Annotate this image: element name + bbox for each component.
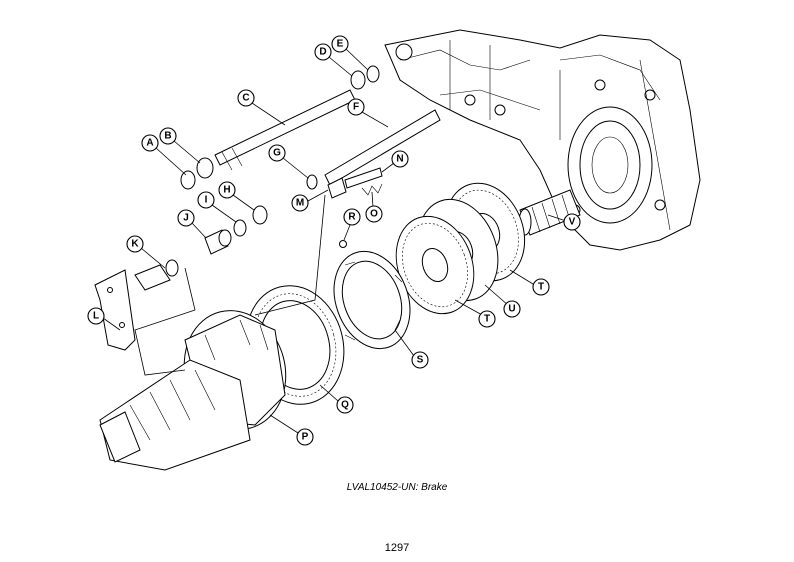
svg-text:E: E	[337, 39, 344, 50]
callout-o: O	[365, 205, 383, 223]
callout-d: D	[314, 43, 332, 61]
svg-text:L: L	[93, 311, 99, 322]
svg-text:T: T	[538, 282, 544, 293]
svg-text:R: R	[348, 212, 356, 223]
svg-text:Q: Q	[341, 400, 349, 411]
figure-caption: LVAL10452-UN: Brake	[346, 482, 448, 493]
bracket-l	[94, 269, 136, 351]
callout-p: P	[296, 428, 314, 446]
svg-text:B: B	[164, 131, 171, 142]
svg-text:S: S	[417, 355, 424, 366]
svg-text:N: N	[396, 154, 403, 165]
callout-l: L	[87, 307, 105, 325]
callout-b: B	[159, 127, 177, 145]
washer-b	[196, 157, 214, 179]
callout-v: V	[563, 213, 581, 231]
callout-k: K	[126, 235, 144, 253]
nut-g	[306, 174, 318, 190]
svg-text:H: H	[223, 185, 230, 196]
callout-m: M	[291, 194, 309, 212]
svg-text:O: O	[370, 209, 378, 220]
svg-text:I: I	[205, 195, 208, 206]
brake-piston-s	[333, 250, 411, 350]
callout-a: A	[141, 134, 159, 152]
snap-ring-h	[252, 205, 268, 225]
callout-s: S	[411, 351, 429, 369]
callout-e: E	[331, 35, 349, 53]
bushing-j	[204, 229, 232, 255]
callout-j: J	[177, 209, 195, 227]
callout-f: F	[347, 98, 365, 116]
svg-text:A: A	[146, 138, 153, 149]
washer-i	[233, 219, 247, 237]
svg-text:K: K	[131, 239, 139, 250]
callout-t-lower: T	[478, 310, 496, 328]
callout-i: I	[197, 191, 215, 209]
callout-c: C	[237, 89, 255, 107]
svg-text:M: M	[296, 198, 304, 209]
seal-d	[350, 70, 366, 90]
svg-text:C: C	[242, 93, 249, 104]
shaft-c	[214, 89, 356, 171]
spring-o	[361, 183, 383, 196]
svg-text:U: U	[508, 304, 515, 315]
callout-q: Q	[336, 396, 354, 414]
final-drive-housing-p	[99, 310, 287, 471]
shaft-f	[324, 109, 441, 186]
svg-text:G: G	[273, 148, 281, 159]
svg-text:F: F	[353, 102, 359, 113]
callout-t-right: T	[532, 278, 550, 296]
callout-n: N	[391, 150, 409, 168]
fitting-m	[327, 177, 347, 199]
transmission-housing	[384, 29, 701, 251]
bolt-k	[134, 259, 179, 291]
bolt-n	[344, 167, 383, 189]
check-ball-r	[339, 240, 347, 248]
svg-text:P: P	[302, 432, 309, 443]
snap-ring-a	[180, 170, 196, 190]
svg-text:J: J	[183, 213, 189, 224]
friction-disc-t-lower	[395, 215, 475, 315]
callout-r: R	[343, 208, 361, 226]
callout-g: G	[268, 144, 286, 162]
callout-h: H	[218, 181, 236, 199]
bushing-e	[366, 65, 380, 83]
svg-text:V: V	[569, 217, 576, 228]
svg-text:D: D	[319, 47, 326, 58]
page-number: 1297	[384, 542, 410, 554]
callout-u: U	[503, 300, 521, 318]
svg-text:T: T	[484, 314, 490, 325]
